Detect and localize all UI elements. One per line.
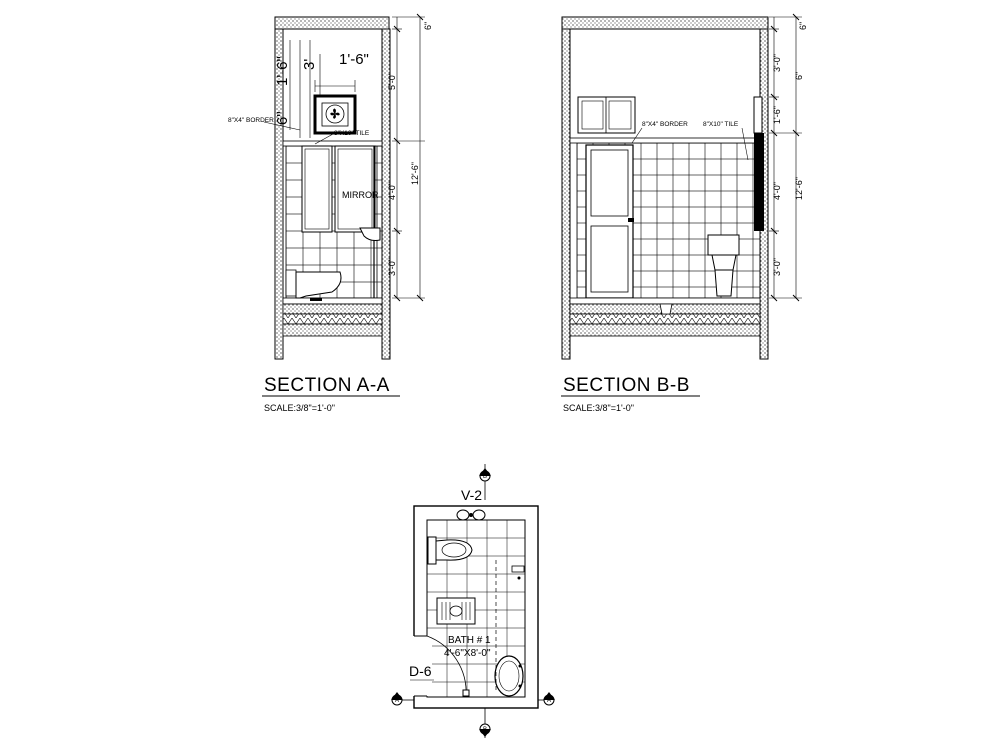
plan-marker-a-left: A (395, 698, 399, 704)
floor-base (569, 313, 761, 325)
section-a-fan-width: 1'-6" (339, 51, 369, 68)
section-a-fan-height: 3' (301, 59, 318, 70)
section-b-dim-top: 6" (798, 22, 808, 30)
section-b-dim-mid: 4'-0" (772, 182, 782, 200)
section-b-border-label: 8"X4" BORDER (642, 121, 688, 128)
floor-sub (569, 323, 761, 337)
section-a-border-label: 8"X4" BORDER (228, 117, 274, 124)
section-b-dim-vent: 1'-6" (772, 106, 782, 124)
toilet-icon (427, 536, 473, 565)
roof-slab (274, 16, 390, 30)
section-b-title: SECTION B-B (563, 375, 690, 396)
shower-glass-left (301, 145, 333, 233)
water-closet (285, 269, 297, 297)
roof-slab (561, 16, 769, 30)
section-b-dim-low: 3'-0" (772, 258, 782, 276)
shower-drain-icon (436, 597, 476, 625)
plan-vent-tag: V-2 (461, 487, 482, 503)
floor-finish (569, 297, 761, 305)
wall-cabinet (577, 96, 636, 134)
section-marker-a-left (391, 692, 414, 706)
section-b-scale: SCALE:3/8"=1'-0" (563, 403, 634, 413)
section-a-dim-total: 12'-6" (410, 162, 420, 185)
water-closet (707, 234, 740, 297)
section-b-dim-side: 6" (794, 72, 804, 80)
section-marker-b-bottom (479, 708, 491, 738)
section-b-tile-label: 8"X10" TILE (703, 121, 739, 128)
washbasin (359, 227, 381, 241)
section-a-dim-low: 3'-0" (387, 258, 397, 276)
plan-door-tag: D-6 (409, 663, 432, 679)
section-a-left-dim-a: 6" (274, 111, 291, 125)
door (585, 144, 634, 299)
section-a-title: SECTION A-A (264, 375, 390, 396)
mirror (334, 145, 376, 233)
section-a-dim-mid: 4'-0" (387, 182, 397, 200)
floor-base (282, 313, 383, 325)
section-a-dim-top: 6" (423, 22, 433, 30)
bath-floor-plan (391, 464, 555, 738)
vent-fan-icon (456, 509, 486, 521)
section-marker-b-top (479, 464, 491, 500)
vent-window (753, 96, 763, 134)
plan-room-name: BATH # 1 (448, 635, 491, 646)
tile-border (282, 140, 383, 147)
section-a-left-dim-b: 1'-6" (274, 56, 291, 86)
section-a-drawing (262, 13, 425, 397)
floor-finish (282, 297, 383, 305)
washbasin-icon (494, 655, 524, 697)
door-swing (426, 635, 467, 697)
section-a-scale: SCALE:3/8"=1'-0" (264, 403, 335, 413)
towel-rail-icon (511, 565, 525, 573)
section-a-dim-upper: 5'-0" (387, 72, 397, 90)
section-a-tile-label: 8"X10" TILE (334, 130, 370, 137)
left-wall (274, 28, 284, 360)
plan-room-size: 4'-6"X8'-0" (444, 648, 491, 659)
section-marker-a-right (538, 692, 555, 706)
plan-marker-b-bottom: B (483, 727, 487, 733)
plan-marker-b-top: B (483, 474, 487, 480)
section-a-mirror-label: MIRROR (342, 190, 379, 200)
section-b-drawing (561, 13, 802, 397)
left-wall (561, 28, 571, 360)
tile-border (569, 137, 761, 144)
section-b-dim-upper: 3'-0" (772, 54, 782, 72)
section-b-dim-total: 12'-6" (794, 177, 804, 200)
floor-sub (282, 323, 383, 337)
plan-marker-a-right: A (547, 698, 551, 704)
floor-fill (282, 303, 383, 315)
